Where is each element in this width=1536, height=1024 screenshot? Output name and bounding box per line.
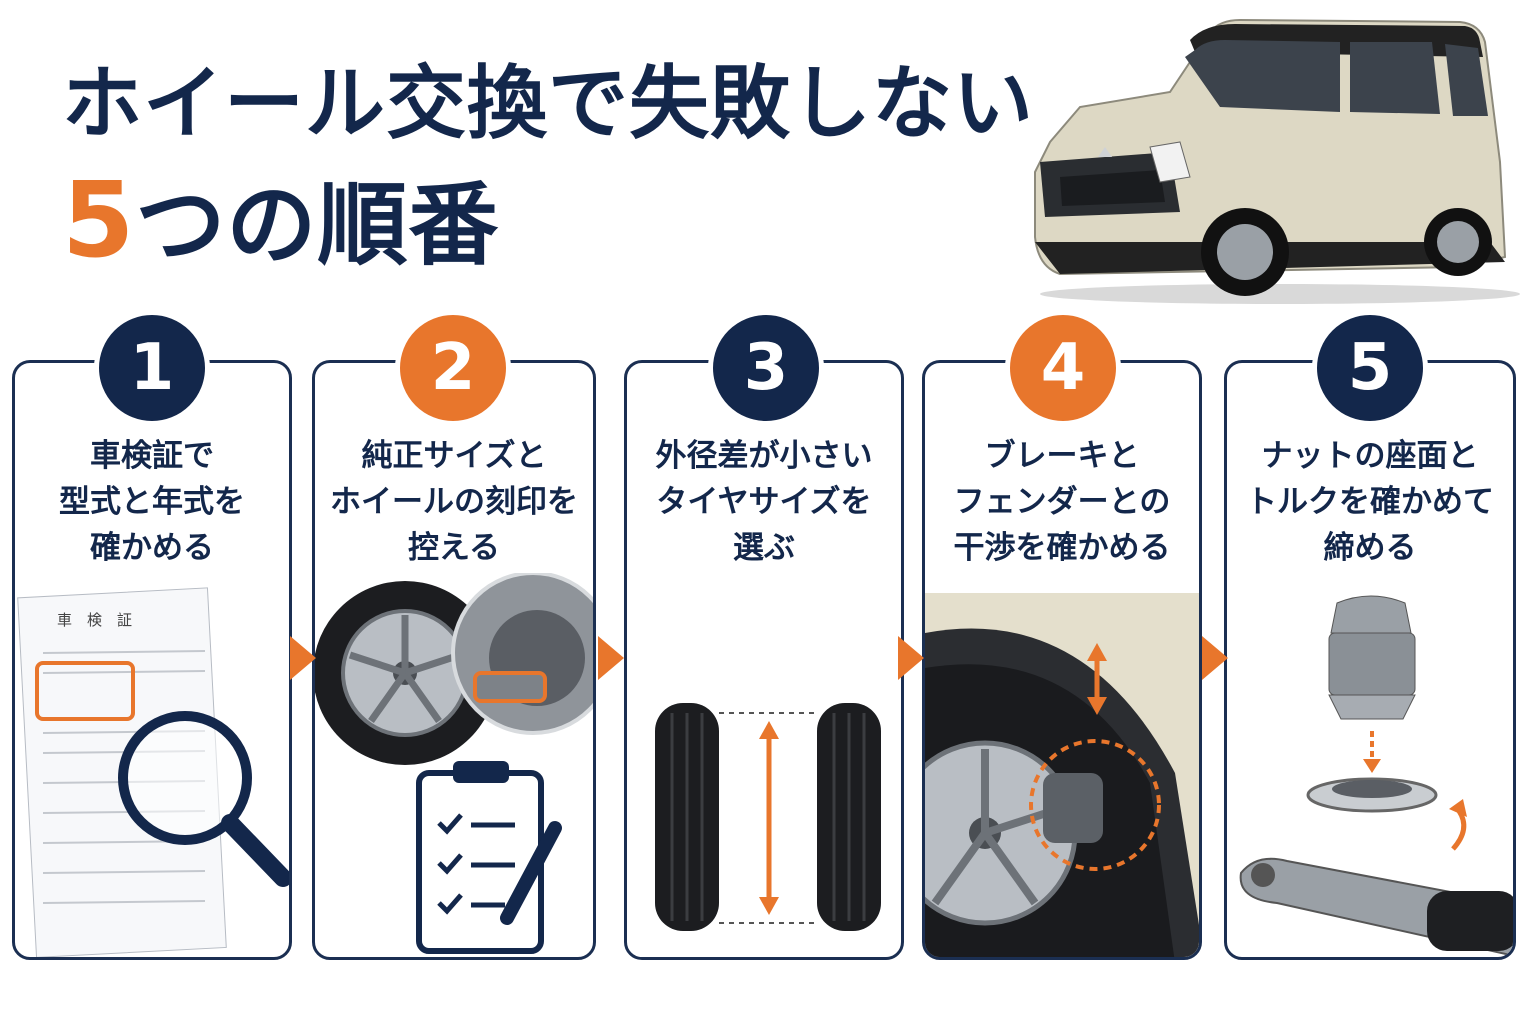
step-1-badge: 1 bbox=[94, 310, 210, 426]
step-4-badge: 4 bbox=[1005, 310, 1121, 426]
arrow-right-icon bbox=[290, 636, 316, 680]
step-1-text: 車検証で 型式と年式を 確かめる bbox=[59, 438, 245, 566]
nut-torque-wrench-icon bbox=[1239, 595, 1513, 957]
arrow-right-icon bbox=[1202, 636, 1228, 680]
arrow-right-icon bbox=[598, 636, 624, 680]
page-title-line1: ホイール交換で失敗しない bbox=[62, 57, 1034, 150]
step-card-5: ナットの座面と トルクを確かめて 締める bbox=[1224, 360, 1516, 960]
title-line2-text: つの順番 bbox=[135, 173, 500, 278]
kei-car-image bbox=[1034, 18, 1520, 304]
document-magnifier-icon: 車 検 証 bbox=[17, 587, 289, 957]
step-card-3: 外径差が小さい タイヤサイズを 選ぶ bbox=[624, 360, 904, 960]
step-2-badge: 2 bbox=[395, 310, 511, 426]
step-card-1: 車検証で 型式と年式を 確かめる 車 検 証 bbox=[12, 360, 292, 960]
step-card-4: ブレーキと フェンダーとの 干渉を確かめる bbox=[922, 360, 1202, 960]
wheel-clipboard-icon bbox=[315, 573, 593, 954]
arrow-right-icon bbox=[898, 636, 924, 680]
step-card-2: 純正サイズと ホイールの刻印を 控える bbox=[312, 360, 596, 960]
step-3-text: 外径差が小さい タイヤサイズを 選ぶ bbox=[655, 438, 873, 566]
tire-diameter-icon bbox=[655, 703, 881, 931]
step-4-text: ブレーキと フェンダーとの 干渉を確かめる bbox=[953, 438, 1171, 566]
document-title: 車 検 証 bbox=[57, 611, 132, 629]
step-5-badge: 5 bbox=[1312, 310, 1428, 426]
fender-clearance-icon bbox=[925, 593, 1199, 957]
step-5-text: ナットの座面と トルクを確かめて 締める bbox=[1246, 438, 1494, 566]
page-title-line2: 5つの順番 bbox=[62, 168, 499, 278]
step-2-text: 純正サイズと ホイールの刻印を 控える bbox=[330, 438, 578, 566]
step-3-badge: 3 bbox=[708, 310, 824, 426]
title-number-accent: 5 bbox=[62, 159, 136, 281]
